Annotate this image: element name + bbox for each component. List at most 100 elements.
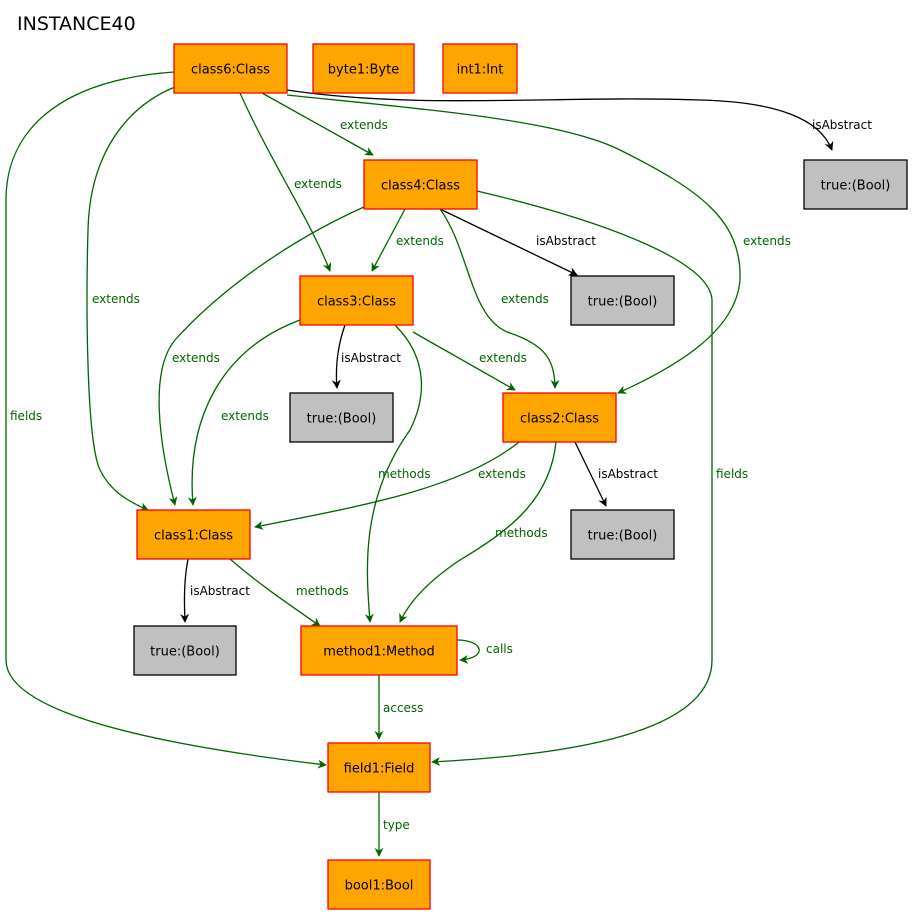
edge-class6-field1: fields bbox=[5, 71, 327, 769]
node-box bbox=[136, 509, 251, 560]
node-bool3[interactable]: true:(Bool) bbox=[289, 392, 394, 443]
node-bool4[interactable]: true:(Bool) bbox=[570, 275, 675, 326]
edge-line bbox=[574, 441, 607, 507]
edge-line bbox=[364, 324, 423, 623]
edge-line bbox=[286, 89, 834, 151]
edge-label-extends: extends bbox=[396, 234, 444, 248]
node-class6[interactable]: class6:Class bbox=[173, 43, 288, 94]
edge-label-methods: methods bbox=[378, 467, 431, 481]
edge-class2-class1: extends bbox=[254, 441, 526, 530]
edge-label-isabstract: isAbstract bbox=[190, 584, 250, 598]
node-bool1[interactable]: bool1:Bool bbox=[327, 859, 431, 910]
edge-line bbox=[180, 558, 190, 623]
node-box bbox=[133, 625, 237, 676]
edge-label-extends: extends bbox=[294, 177, 342, 191]
node-box bbox=[312, 43, 415, 94]
edge-line bbox=[254, 441, 520, 530]
edge-label-isabstract: isAbstract bbox=[598, 467, 658, 481]
edge-class4-class2: extends bbox=[439, 208, 560, 389]
edge-line bbox=[158, 206, 365, 506]
edge-class4-bool4: isAbstract bbox=[439, 208, 596, 276]
edge-label-extends: extends bbox=[478, 467, 526, 481]
node-box bbox=[289, 392, 394, 443]
edge-line bbox=[261, 92, 374, 156]
edge-class6-class1: extends bbox=[86, 86, 176, 511]
node-box bbox=[299, 275, 414, 326]
edge-class4-class1: extends bbox=[158, 206, 365, 506]
edge-label-extends: extends bbox=[501, 292, 549, 306]
edge-class2-method1: methods bbox=[399, 441, 557, 623]
edge-line bbox=[456, 639, 480, 664]
node-box bbox=[363, 159, 478, 210]
node-class4[interactable]: class4:Class bbox=[363, 159, 478, 210]
edge-line bbox=[371, 208, 406, 272]
node-label: int1:Int bbox=[457, 63, 504, 78]
edge-label-isabstract: isAbstract bbox=[812, 118, 872, 132]
edge-label-calls: calls bbox=[486, 642, 513, 656]
node-bool6[interactable]: true:(Bool) bbox=[803, 159, 908, 210]
edge-label-extends: extends bbox=[172, 351, 220, 365]
node-label: bool1:Bool bbox=[345, 879, 414, 894]
edge-class3-class2: extends bbox=[412, 331, 527, 391]
node-box bbox=[803, 159, 908, 210]
edge-line bbox=[412, 331, 516, 391]
edge-line bbox=[187, 319, 301, 506]
edge-line bbox=[399, 441, 557, 623]
edge-line bbox=[431, 190, 713, 767]
node-label: true:(Bool) bbox=[588, 295, 658, 310]
node-class2[interactable]: class2:Class bbox=[502, 392, 617, 443]
edge-class6-class3: extends bbox=[239, 92, 342, 272]
node-label: method1:Method bbox=[323, 645, 435, 660]
edge-class3-method1: methods bbox=[364, 324, 431, 623]
node-bool1c[interactable]: true:(Bool) bbox=[133, 625, 237, 676]
node-box bbox=[300, 625, 458, 676]
node-box bbox=[327, 742, 431, 793]
edge-label-access: access bbox=[383, 701, 423, 715]
edge-line bbox=[331, 324, 346, 389]
edge-label-fields: fields bbox=[716, 467, 748, 481]
edge-label-methods: methods bbox=[495, 526, 548, 540]
node-field1[interactable]: field1:Field bbox=[327, 742, 431, 793]
node-class1[interactable]: class1:Class bbox=[136, 509, 251, 560]
node-box bbox=[173, 43, 288, 94]
edge-label-extends: extends bbox=[92, 292, 140, 306]
edge-class6-bool6: isAbstract bbox=[286, 89, 872, 151]
node-label: class3:Class bbox=[317, 295, 396, 310]
edge-class1-bool1c: isAbstract bbox=[180, 558, 250, 623]
node-byte1[interactable]: byte1:Byte bbox=[312, 43, 415, 94]
edge-class1-method1: methods bbox=[229, 558, 349, 627]
node-method1[interactable]: method1:Method bbox=[300, 625, 458, 676]
node-box bbox=[570, 275, 675, 326]
edge-class3-bool3: isAbstract bbox=[331, 324, 401, 389]
edge-label-fields: fields bbox=[10, 409, 42, 423]
edge-label-isabstract: isAbstract bbox=[341, 351, 401, 365]
edge-label-isabstract: isAbstract bbox=[536, 234, 596, 248]
node-label: true:(Bool) bbox=[821, 179, 891, 194]
nodes-layer: class6:Class byte1:Byte int1:Int true:(Bool… bbox=[133, 43, 908, 910]
edge-line bbox=[439, 208, 560, 389]
edge-line bbox=[5, 71, 327, 769]
node-int1[interactable]: int1:Int bbox=[442, 43, 518, 94]
node-label: class4:Class bbox=[381, 179, 460, 194]
edge-field1-bool1: type bbox=[374, 792, 410, 857]
node-label: true:(Bool) bbox=[307, 412, 377, 427]
edge-method1-field1: access bbox=[374, 675, 423, 740]
node-label: field1:Field bbox=[344, 762, 415, 777]
diagram-title: INSTANCE40 bbox=[17, 13, 136, 35]
edge-line bbox=[286, 94, 741, 394]
edge-class6-class4: extends bbox=[261, 92, 388, 156]
node-label: byte1:Byte bbox=[328, 63, 399, 78]
edge-label-extends: extends bbox=[340, 118, 388, 132]
node-bool2[interactable]: true:(Bool) bbox=[570, 509, 675, 560]
edge-label-methods: methods bbox=[296, 584, 349, 598]
edge-class4-class3: extends bbox=[371, 208, 444, 272]
edge-method1-method1: calls bbox=[456, 639, 513, 664]
node-label: class2:Class bbox=[520, 412, 599, 427]
node-class3[interactable]: class3:Class bbox=[299, 275, 414, 326]
edge-class6-class2: extends bbox=[286, 94, 791, 394]
edges-layer: isAbstract extends extends extends extends fi… bbox=[5, 71, 872, 857]
edge-label-extends: extends bbox=[221, 409, 269, 423]
edge-line bbox=[439, 208, 578, 276]
node-label: class6:Class bbox=[191, 63, 270, 78]
